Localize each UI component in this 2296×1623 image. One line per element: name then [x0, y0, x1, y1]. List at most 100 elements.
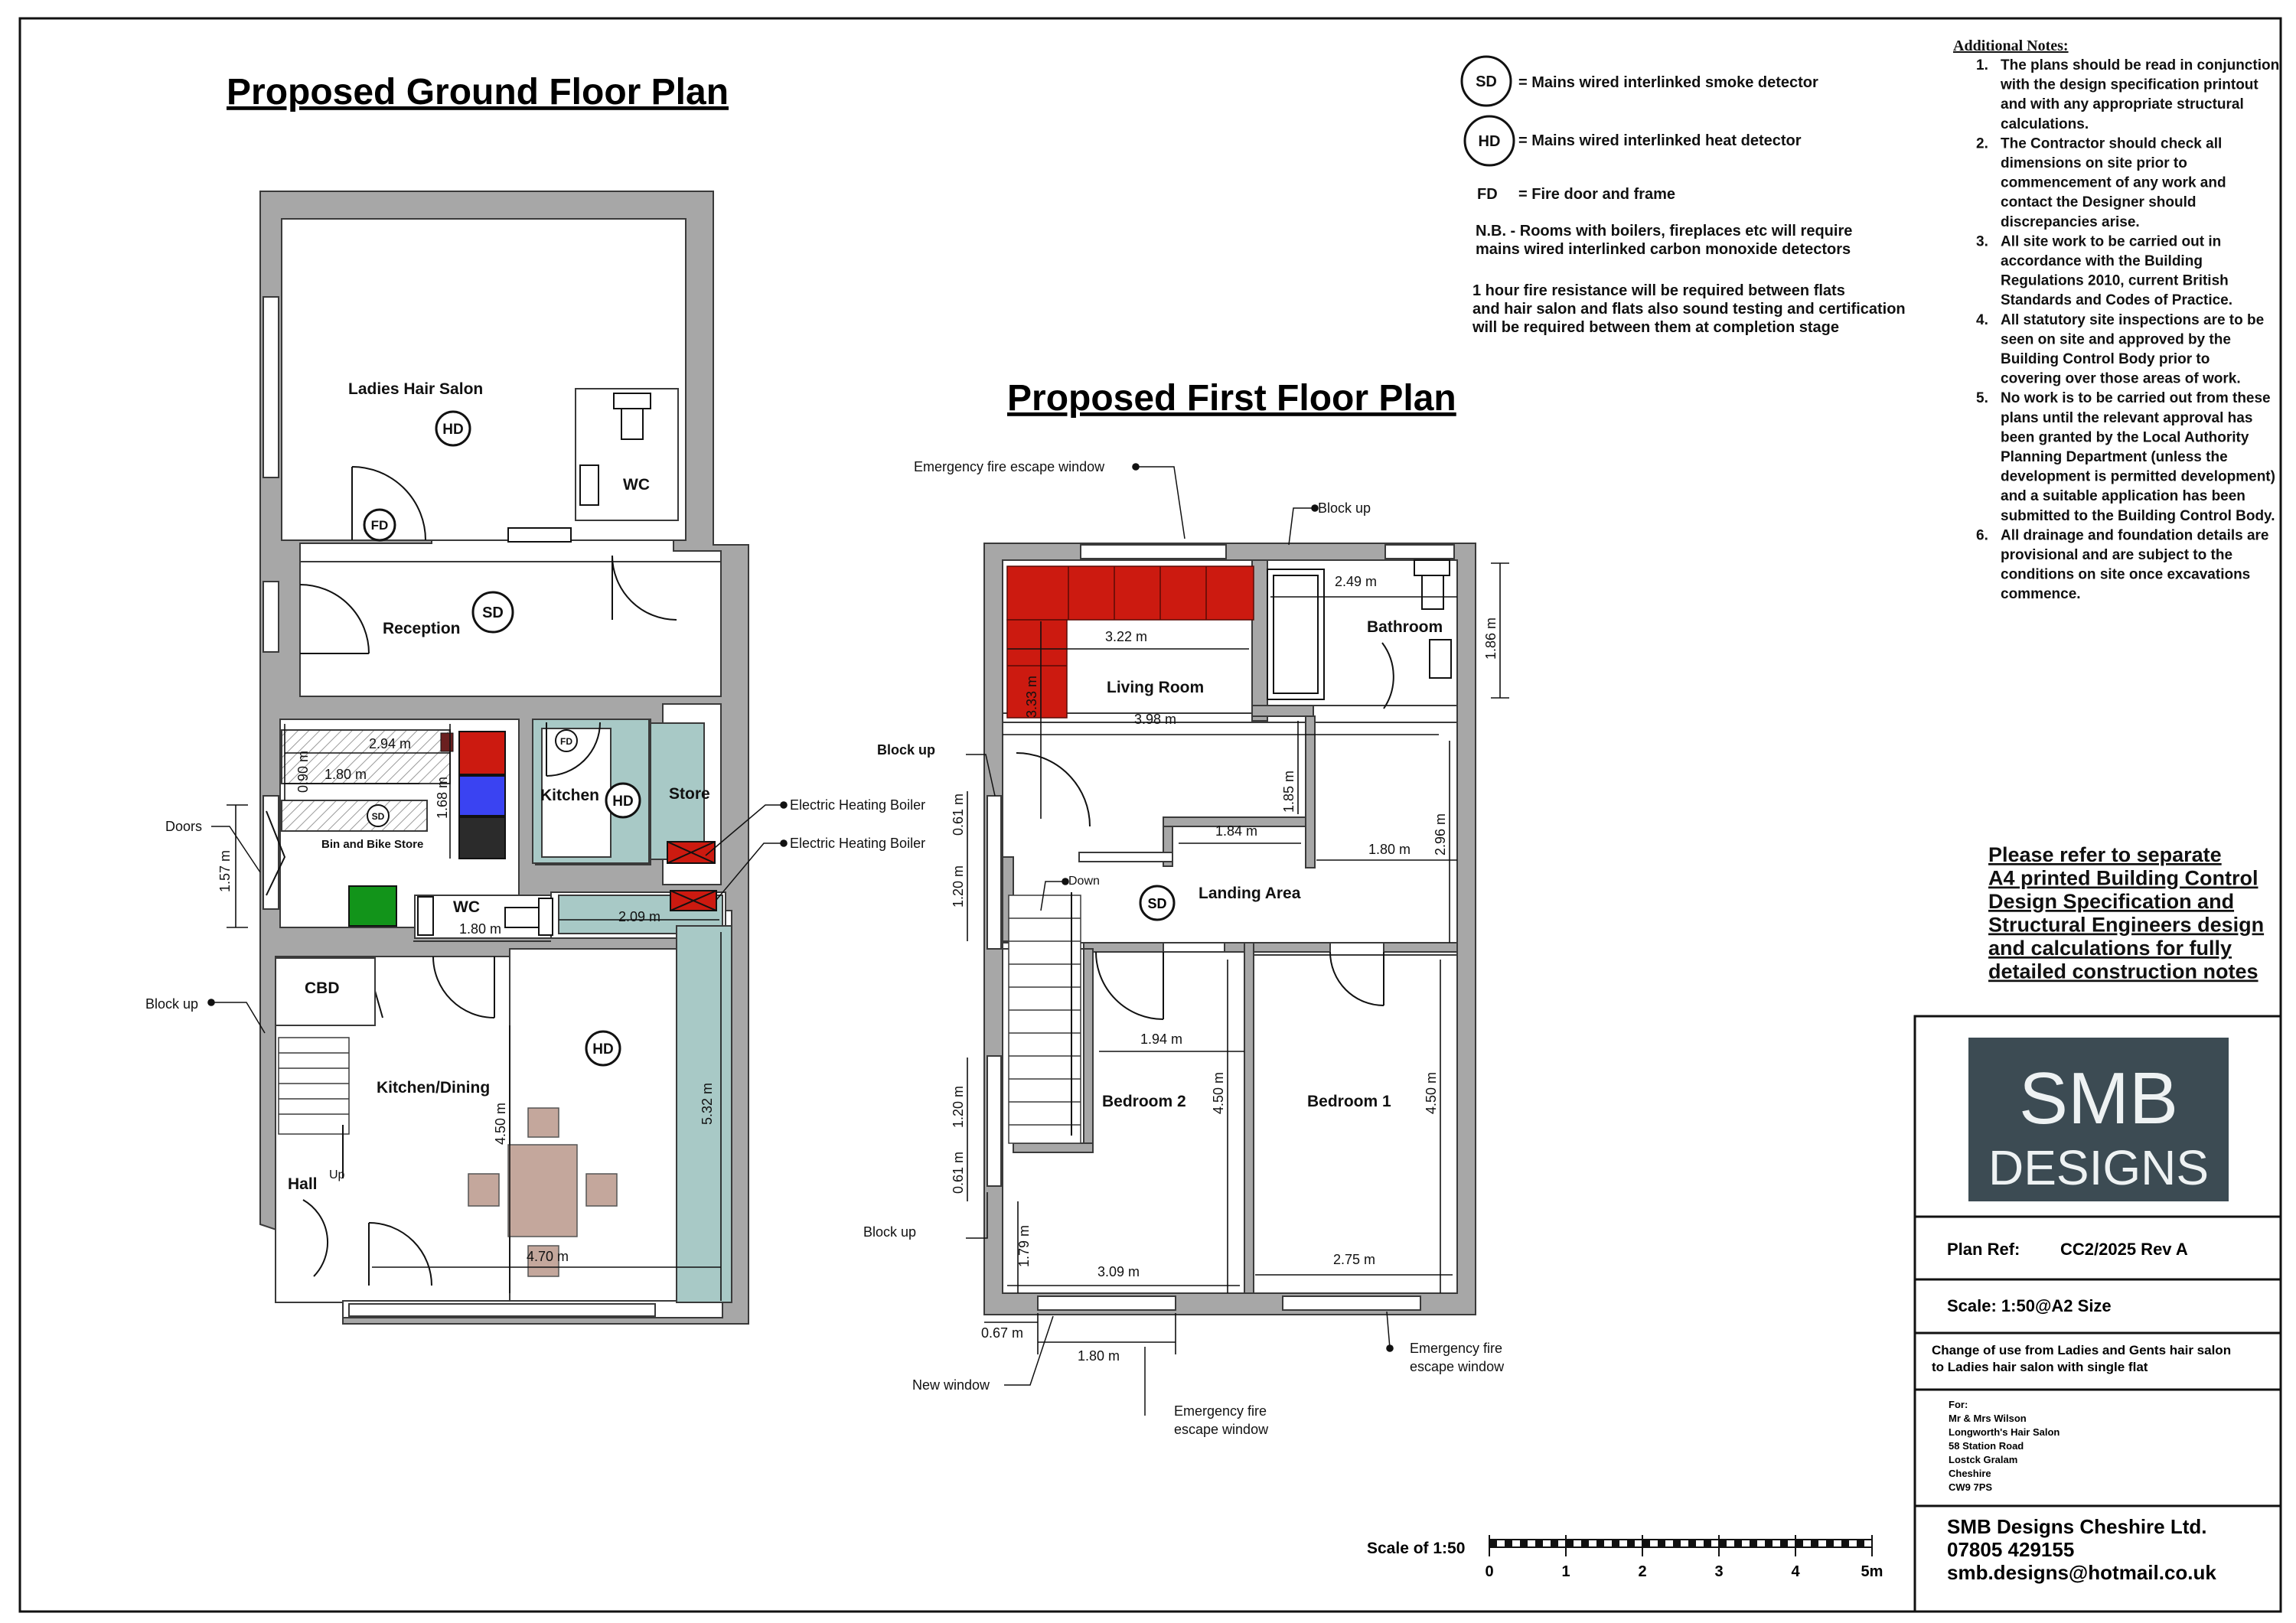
first-floor-plan: Proposed First Floor Plan: [863, 378, 1509, 1437]
legend-hd-icon: [1463, 115, 1515, 167]
sd-text-bin-store: SD: [372, 811, 385, 822]
legend-fire-2: and hair salon and flats also sound test…: [1473, 301, 1906, 318]
note-6-line: All drainage and foundation details are: [2001, 527, 2269, 543]
label-block-up-ground: Block up: [145, 996, 198, 1012]
reception-window: [263, 581, 279, 653]
salon-window: [263, 296, 279, 478]
label-block-up-bottom: Block up: [863, 1224, 916, 1240]
notes-list: 1.The plans should be read in conjunctio…: [1976, 57, 2279, 602]
client-line: 58 Station Road: [1949, 1440, 2024, 1452]
scale-bar-tick-label: 0: [1485, 1563, 1493, 1580]
scale-bar-segment: [1520, 1540, 1528, 1547]
ground-leaders: [207, 801, 788, 1034]
dim-1-57: 1.57 m: [217, 850, 233, 892]
desc-line-2: to Ladies hair salon with single flat: [1932, 1360, 2148, 1374]
dim-1-80b: 1.80 m: [459, 921, 501, 937]
dim-1-94: 1.94 m: [1140, 1031, 1182, 1047]
additional-notes: Additional Notes: 1.The plans should be …: [1953, 37, 2279, 602]
label-boiler-1: Electric Heating Boiler: [790, 797, 925, 813]
room-kitchen-dining: Kitchen/Dining: [377, 1079, 490, 1097]
room-reception: Reception: [383, 620, 461, 637]
label-doors: Doors: [165, 819, 202, 834]
dim-0-61b: 0.61 m: [951, 1152, 966, 1194]
dim-3-22: 3.22 m: [1105, 629, 1147, 644]
refer-line: and calculations for fully: [1988, 937, 2232, 960]
scale-bar-tick-label: 5m: [1861, 1563, 1883, 1580]
dim-2-09: 2.09 m: [618, 909, 660, 924]
room-store: Store: [669, 785, 710, 803]
note-2-line: The Contractor should check all: [2001, 135, 2222, 152]
dim-4-50-bed2: 4.50 m: [1211, 1072, 1226, 1114]
scale-bar-segment: [1704, 1540, 1711, 1547]
first-stair: [1008, 892, 1081, 1144]
dim-3-09: 3.09 m: [1097, 1264, 1140, 1279]
logo-designs: DESIGNS: [1988, 1140, 2209, 1195]
note-2-line: commencement of any work and: [2001, 175, 2226, 191]
sd-symbol-bin-store: [367, 804, 390, 827]
note-3-line: Regulations 2010, current British: [2001, 273, 2229, 289]
sd-symbol-landing: [1139, 885, 1176, 921]
dim-0-67: 0.67 m: [981, 1325, 1023, 1341]
plan-ref-label: Plan Ref:: [1947, 1240, 2020, 1259]
label-escape-bottom-2: escape window: [1174, 1422, 1269, 1437]
scale-bar-segment: [1780, 1540, 1788, 1547]
scale-bar-segment: [1535, 1540, 1543, 1547]
first-windows: [987, 544, 1455, 1311]
legend-fire-3: will be required between them at complet…: [1472, 319, 1839, 336]
wc-toilet-top: [621, 408, 644, 440]
client-line: For:: [1949, 1399, 1968, 1410]
hd-text-dining: HD: [592, 1041, 613, 1058]
dim-3-33: 3.33 m: [1024, 676, 1039, 718]
client-line: Cheshire: [1949, 1468, 1991, 1479]
dim-1-85: 1.85 m: [1281, 771, 1296, 813]
legend-nb-1: N.B. - Rooms with boilers, fireplaces et…: [1476, 223, 1852, 240]
note-2-line: discrepancies arise.: [2001, 214, 2140, 230]
first-annotations: Emergency fire escape window Block up Bl…: [863, 459, 1505, 1437]
sd-symbol-reception: [471, 591, 514, 634]
ground-symbol-text: HD FD SD FD HD SD HD: [371, 422, 634, 1058]
fd-text-salon: FD: [371, 518, 389, 533]
bin-black: [458, 816, 506, 859]
fd-symbol-salon: [363, 508, 396, 542]
note-5-line: plans until the relevant approval has: [2001, 410, 2252, 426]
note-number-2: 2.: [1976, 135, 1988, 152]
company-name: SMB Designs Cheshire Ltd.: [1947, 1515, 2207, 1538]
legend-nb-2: mains wired interlinked carbon monoxide …: [1476, 241, 1851, 258]
dim-2-49: 2.49 m: [1335, 574, 1377, 589]
label-boiler-2: Electric Heating Boiler: [790, 836, 925, 851]
refer-line: Structural Engineers design: [1988, 914, 2264, 937]
dim-1-80a: 1.80 m: [325, 767, 367, 782]
label-escape-top: Emergency fire escape window: [914, 459, 1105, 474]
legend-fire-1: 1 hour fire resistance will be required …: [1473, 282, 1845, 299]
refer-line: Design Specification and: [1988, 890, 2234, 913]
bin-red: [458, 731, 506, 775]
scale-bar-segment: [1642, 1540, 1650, 1547]
dim-0-90: 0.90 m: [295, 751, 311, 793]
scale-bar-segment: [1765, 1540, 1773, 1547]
scale-bar-segment: [1826, 1540, 1834, 1547]
dim-1-20a: 1.20 m: [951, 865, 966, 908]
dim-2-96: 2.96 m: [1433, 813, 1448, 855]
wc-vent-top: [507, 527, 572, 543]
label-escape-right-2: escape window: [1410, 1359, 1505, 1374]
note-6-line: provisional and are subject to the: [2001, 547, 2232, 563]
note-2-line: contact the Designer should: [2001, 194, 2196, 210]
dim-1-80-bottom: 1.80 m: [1078, 1348, 1120, 1364]
first-door-swings: [1016, 642, 1394, 1020]
client-line: Longworth's Hair Salon: [1949, 1426, 2060, 1438]
note-4-line: Building Control Body prior to: [2001, 351, 2210, 367]
scale-text: Scale: 1:50@A2 Size: [1947, 1296, 2112, 1315]
legend-sd-symbol: SD: [1476, 73, 1497, 90]
scale-bar-segment: [1719, 1540, 1727, 1547]
dim-1-86: 1.86 m: [1483, 618, 1499, 660]
fd-symbol-kitchen: [555, 729, 578, 752]
note-4-line: covering over those areas of work.: [2001, 371, 2241, 387]
room-bathroom: Bathroom: [1367, 618, 1443, 636]
label-up: Up: [329, 1168, 345, 1181]
refer-line: detailed construction notes: [1988, 960, 2258, 983]
boiler-first: [670, 890, 717, 911]
scale-bar-segment: [1505, 1540, 1512, 1547]
dim-2-94: 2.94 m: [369, 736, 411, 751]
dim-0-61a: 0.61 m: [951, 794, 966, 836]
